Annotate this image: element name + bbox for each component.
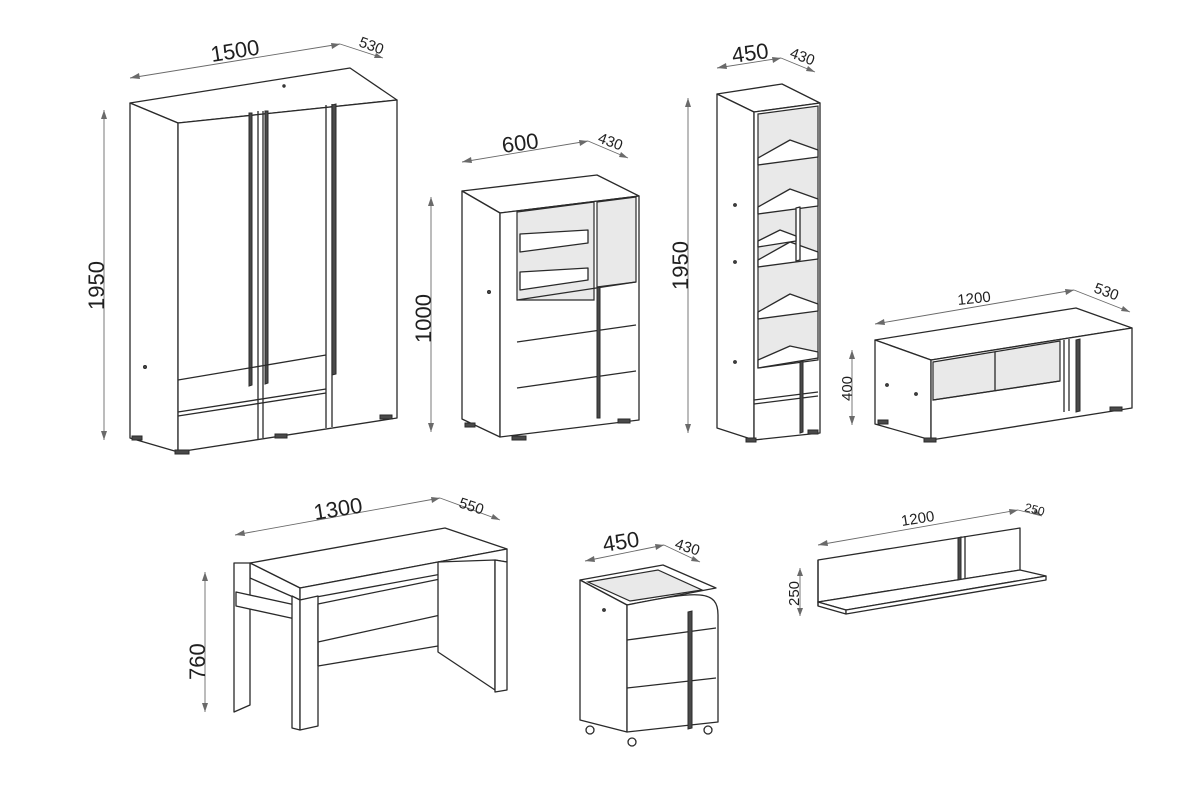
container-dimensions: 450 430: [584, 527, 702, 563]
container-depth-label: 430: [673, 536, 702, 560]
wall-shelf-dimensions: 1200 250 250: [786, 500, 1046, 616]
wardrobe-depth-label: 530: [357, 34, 386, 59]
tv-cabinet-width-label: 1200: [957, 289, 992, 309]
tv-cabinet-height-label: 400: [839, 376, 856, 401]
tv-cabinet-depth-label: 530: [1092, 280, 1121, 305]
container: [579, 564, 719, 747]
wall-shelf-depth-label: 250: [1023, 500, 1046, 519]
wall-shelf-width-label: 1200: [900, 508, 936, 530]
desk-height-label: 760: [185, 643, 210, 680]
wall-shelf-height-label: 250: [786, 581, 803, 606]
container-width-label: 450: [601, 527, 641, 557]
bookcase-depth-label: 430: [788, 45, 817, 70]
tv-cabinet-dimensions: 1200 530 400: [839, 280, 1131, 425]
chest-width-label: 600: [500, 128, 540, 158]
wardrobe-width-label: 1500: [209, 35, 261, 67]
wardrobe: [129, 67, 398, 455]
bookcase: [716, 83, 821, 443]
wardrobe-height-label: 1950: [84, 261, 109, 310]
chest: [461, 174, 640, 441]
desk-width-label: 1300: [312, 493, 364, 525]
wall-shelf: [817, 527, 1047, 615]
desk-depth-label: 550: [457, 495, 486, 519]
tv-cabinet: [874, 307, 1133, 443]
bookcase-width-label: 450: [730, 38, 770, 68]
bookcase-height-label: 1950: [668, 241, 693, 290]
desk: [233, 527, 508, 731]
chest-depth-label: 430: [596, 130, 625, 155]
bookcase-dimensions: 450 430 1950: [668, 38, 817, 433]
chest-dimensions: 600 430 1000: [411, 128, 629, 432]
chest-height-label: 1000: [411, 294, 436, 343]
